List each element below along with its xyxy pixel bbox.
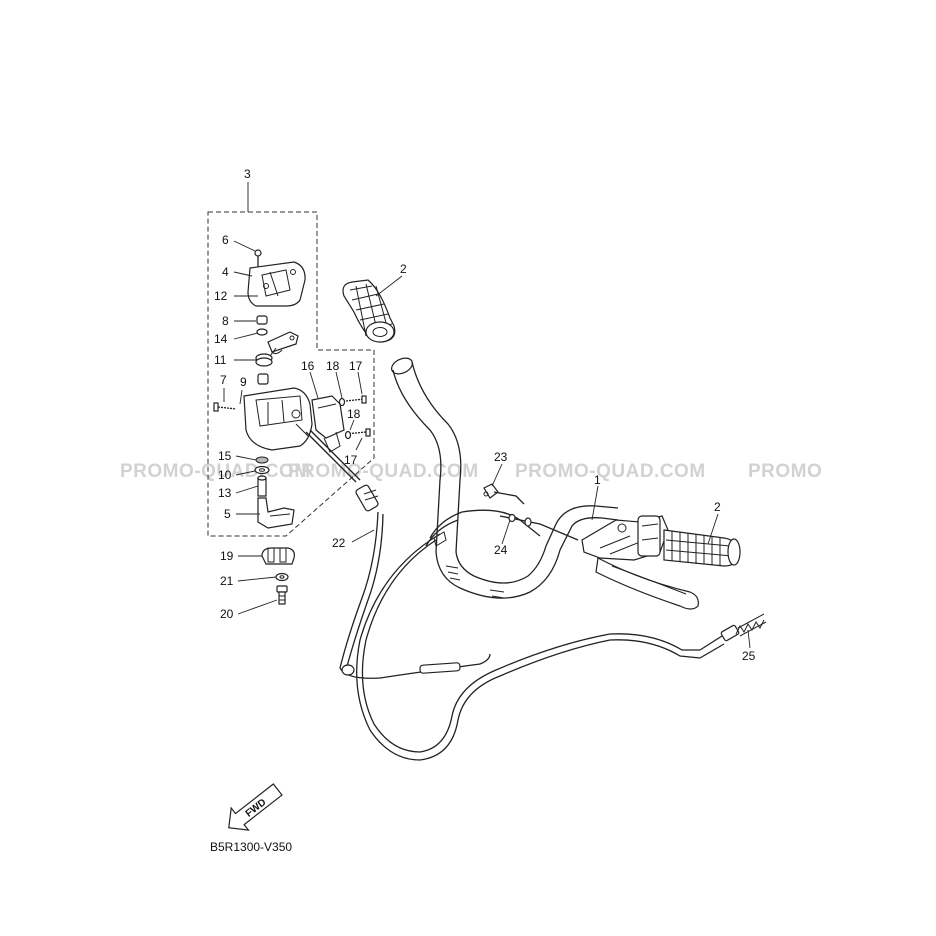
spring-25-shape xyxy=(735,613,767,637)
spring-11-shape xyxy=(255,347,277,367)
watermark-2: PROMO-QUAD.COM xyxy=(288,461,479,482)
cable-loops xyxy=(339,531,740,761)
callout-9: 9 xyxy=(240,375,247,389)
switch-block-16-shape xyxy=(311,395,345,453)
pin-13-shape xyxy=(257,475,267,497)
collar-8-shape xyxy=(256,315,268,325)
callout-17a: 17 xyxy=(349,359,363,373)
callout-21: 21 xyxy=(220,574,234,588)
watermark-4: PROMO xyxy=(748,461,822,482)
callout-16: 16 xyxy=(301,359,315,373)
fwd-arrow: FWD xyxy=(228,783,283,831)
bolt-20-shape xyxy=(276,585,288,605)
callout-23: 23 xyxy=(494,450,508,464)
grip-right-shape xyxy=(663,529,741,567)
callout-24: 24 xyxy=(494,543,508,557)
cable-22-upper xyxy=(305,431,357,483)
callout-4: 4 xyxy=(222,265,229,279)
callout-12: 12 xyxy=(214,289,228,303)
washer-10-shape xyxy=(254,465,270,475)
switch-housing-shape xyxy=(243,387,313,451)
callout-6: 6 xyxy=(222,233,229,247)
callout-25: 25 xyxy=(742,649,756,663)
cable-adjuster-22 xyxy=(355,484,379,512)
screw-17a-shape xyxy=(345,398,365,402)
callout-labels: 3 6 4 12 8 14 11 7 9 16 18 17 18 17 15 1… xyxy=(214,167,756,663)
callout-2-left: 2 xyxy=(400,262,407,276)
callout-20: 20 xyxy=(220,607,234,621)
diagram-code: B5R1300-V350 xyxy=(210,840,292,854)
watermark-1: PROMO-QUAD.COM xyxy=(120,461,311,482)
lever-5-shape xyxy=(257,497,295,529)
switch-assembly xyxy=(213,249,384,671)
callout-10: 10 xyxy=(218,468,232,482)
callout-17b: 17 xyxy=(344,453,358,467)
callout-8: 8 xyxy=(222,314,229,328)
callout-19: 19 xyxy=(220,549,234,563)
callout-3: 3 xyxy=(244,167,251,181)
callout-13: 13 xyxy=(218,486,232,500)
watermark-3: PROMO-QUAD.COM xyxy=(515,461,706,482)
callout-1: 1 xyxy=(594,473,601,487)
handlebar-shape xyxy=(391,357,619,599)
lever-assembly-1-shape xyxy=(581,515,699,610)
cable-guide-23-shape xyxy=(483,483,525,505)
callout-14: 14 xyxy=(214,332,228,346)
callout-11: 11 xyxy=(214,353,227,367)
callout-18b: 18 xyxy=(347,407,361,421)
callout-2-right: 2 xyxy=(714,500,721,514)
washer-18b-shape xyxy=(344,430,352,440)
washer-18a-shape xyxy=(338,397,346,407)
grip-left-shape xyxy=(342,279,396,343)
clamp-19-shape xyxy=(261,547,295,565)
oring-15-shape xyxy=(255,456,269,464)
screw-6-shape xyxy=(254,249,262,268)
screw-7-shape xyxy=(213,402,237,412)
clamp-14-shape xyxy=(256,328,299,355)
upper-cover-4-shape xyxy=(247,261,306,307)
cable-24-shape xyxy=(499,513,579,541)
callout-15: 15 xyxy=(218,449,232,463)
callout-5: 5 xyxy=(224,507,231,521)
callout-22: 22 xyxy=(332,536,346,550)
washer-21-shape xyxy=(275,572,289,582)
assembly-3-boundary xyxy=(207,211,375,537)
callout-18a: 18 xyxy=(326,359,340,373)
callout-7: 7 xyxy=(220,373,227,387)
collar-shape xyxy=(257,373,269,385)
leader-lines xyxy=(223,182,751,649)
